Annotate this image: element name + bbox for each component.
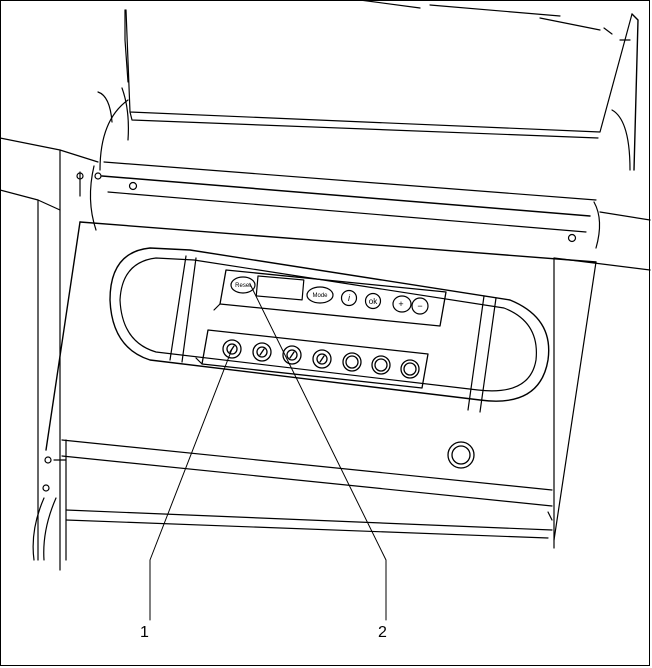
front-panel bbox=[32, 221, 597, 561]
leader-line-1 bbox=[149, 348, 233, 621]
minus-label: − bbox=[417, 301, 422, 311]
switch-7[interactable] bbox=[400, 359, 420, 379]
callout-leaders bbox=[149, 283, 387, 621]
ok-button[interactable]: ok bbox=[364, 292, 382, 310]
casing bbox=[0, 137, 651, 571]
switch-6[interactable] bbox=[371, 355, 391, 375]
minus-button[interactable]: − bbox=[411, 297, 429, 315]
leader-line-2 bbox=[249, 283, 387, 621]
info-label: i bbox=[348, 293, 351, 303]
hinge-roller bbox=[89, 161, 601, 249]
plus-button[interactable]: + bbox=[392, 295, 412, 313]
mode-button[interactable]: Mode bbox=[306, 286, 334, 304]
reset-button[interactable]: Reset bbox=[230, 276, 256, 294]
callout-label-2: 2 bbox=[378, 624, 387, 641]
switch-4[interactable] bbox=[312, 349, 332, 369]
mode-label: Mode bbox=[312, 293, 328, 299]
plus-label: + bbox=[398, 299, 403, 309]
switch-2[interactable] bbox=[252, 342, 272, 362]
raised-cover bbox=[97, 0, 639, 171]
info-button[interactable]: i bbox=[340, 289, 358, 307]
control-block bbox=[195, 269, 447, 389]
callout-label-1: 1 bbox=[140, 624, 149, 641]
ok-label: ok bbox=[369, 297, 378, 306]
reset-label: Reset bbox=[235, 283, 251, 289]
switch-5[interactable] bbox=[342, 352, 362, 372]
control-panel-frame bbox=[109, 247, 550, 413]
switch-row bbox=[222, 339, 420, 379]
round-knob[interactable] bbox=[447, 441, 475, 469]
display-window bbox=[255, 275, 305, 301]
switch-1[interactable] bbox=[222, 339, 242, 359]
switch-3[interactable] bbox=[282, 345, 302, 365]
